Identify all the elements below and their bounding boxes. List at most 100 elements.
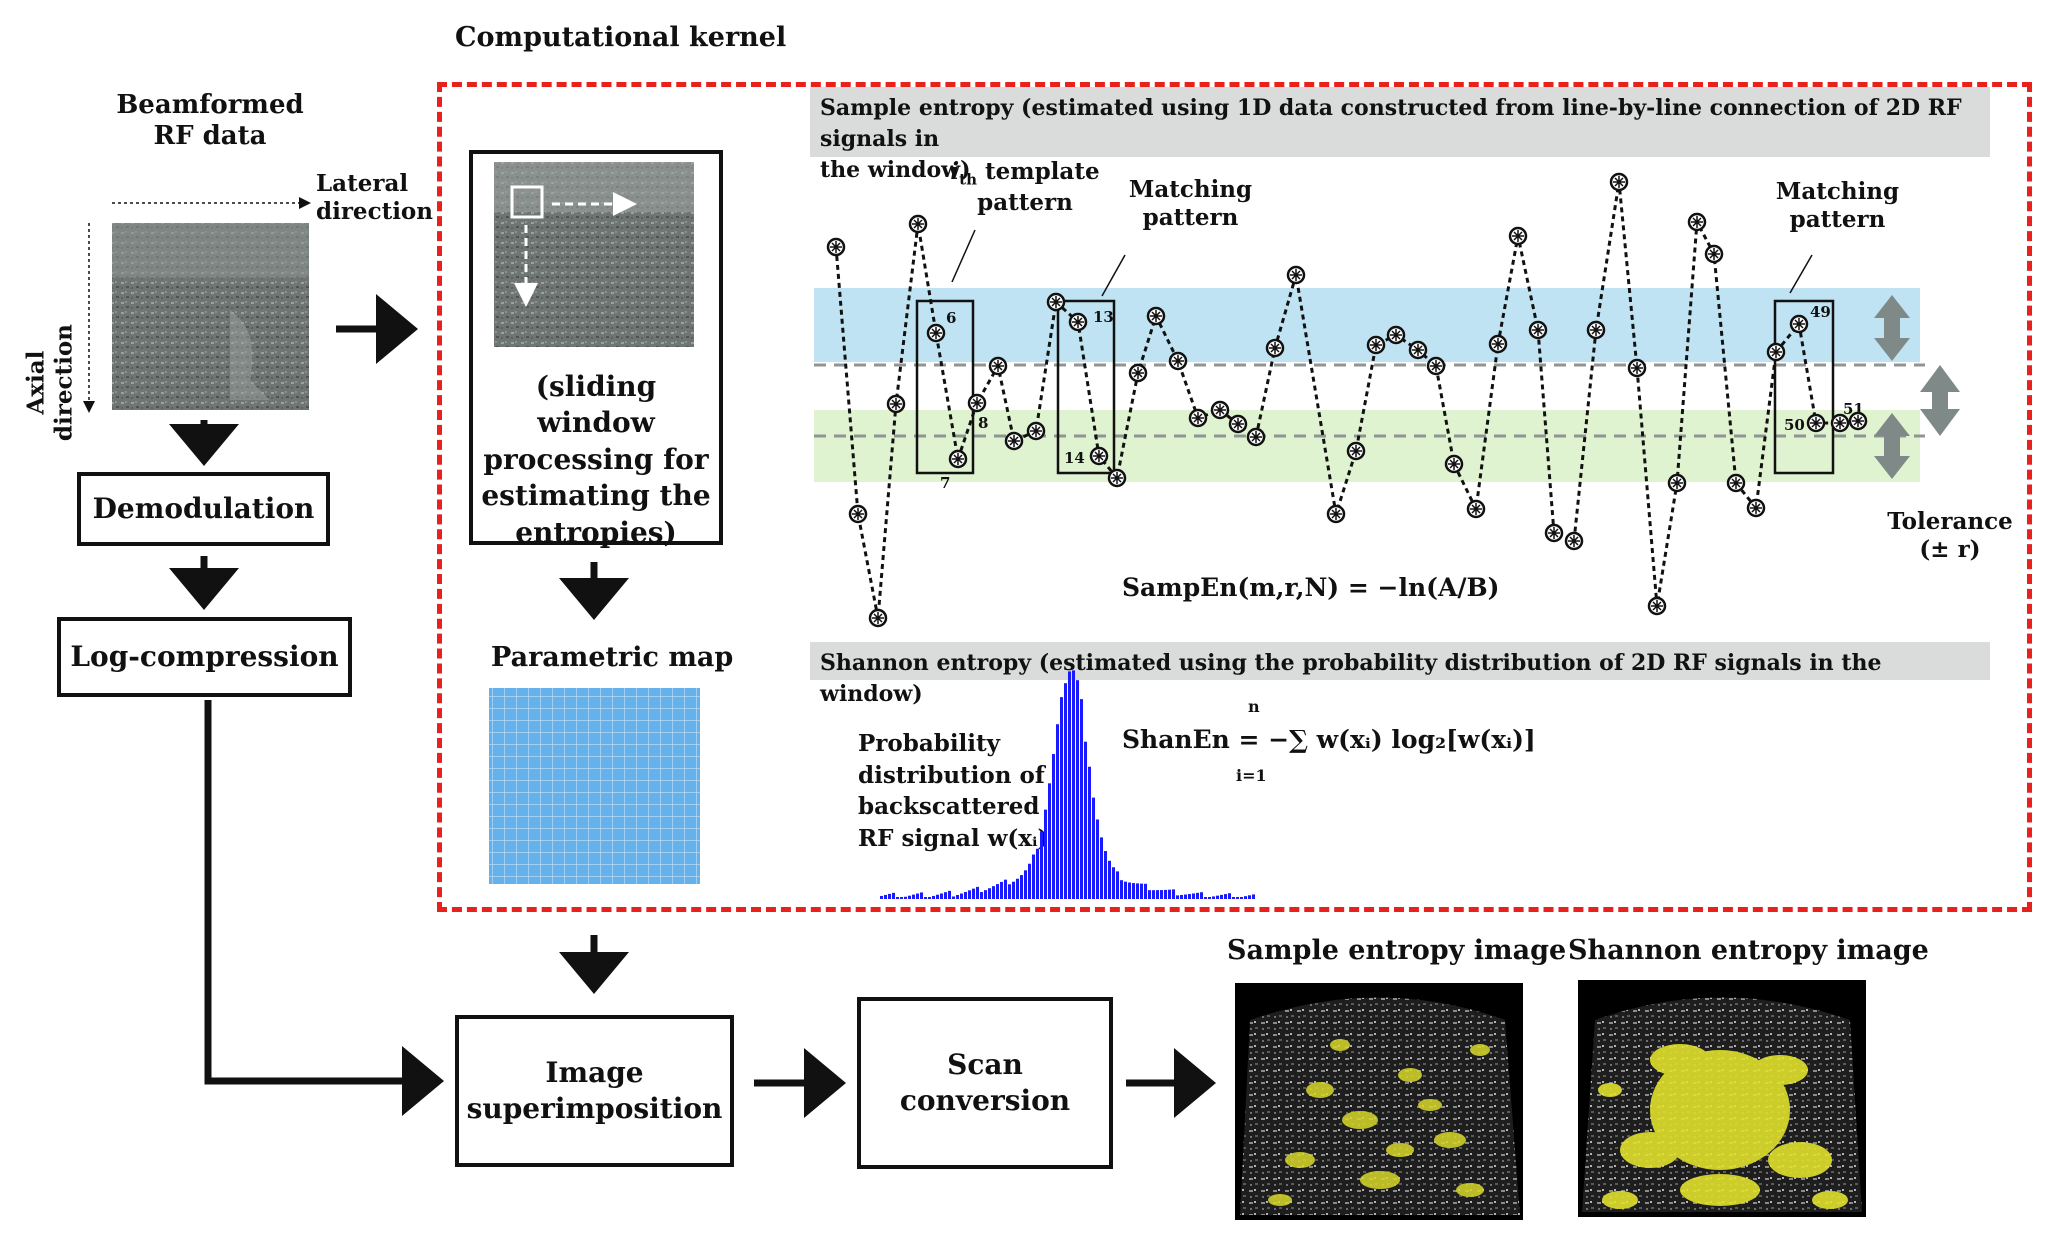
kernel-title: Computational kernel xyxy=(455,22,787,53)
signal-point-star xyxy=(1590,324,1602,336)
histogram-bar xyxy=(976,886,979,899)
signal-point-star xyxy=(1290,269,1302,281)
match2-line2: pattern xyxy=(1789,205,1886,233)
histogram-bar xyxy=(1180,894,1183,899)
matching-pattern-box-1 xyxy=(1056,299,1116,475)
signal-point-star xyxy=(1390,329,1402,341)
point-label-50: 50 xyxy=(1784,416,1805,434)
tolerance-line2: (± r) xyxy=(1919,535,1981,563)
histogram-bar xyxy=(956,895,959,899)
histogram-bar xyxy=(912,894,915,899)
signal-point-star xyxy=(1532,324,1544,336)
histogram-bar xyxy=(1212,896,1215,899)
signal-point-star xyxy=(1030,425,1042,437)
histogram-bar xyxy=(1172,889,1175,899)
shannon-entropy-image-label: Shannon entropy image xyxy=(1568,935,1929,966)
histogram-bar xyxy=(908,895,911,899)
histogram-bar xyxy=(1204,897,1207,899)
prob-line4: RF signal w(xᵢ) xyxy=(858,825,1049,853)
histogram-bar xyxy=(996,884,999,899)
histogram-bar xyxy=(1160,890,1163,899)
histogram-bar xyxy=(1096,819,1099,899)
histogram-bar xyxy=(920,892,923,899)
histogram-bar xyxy=(1216,895,1219,899)
histogram-bar xyxy=(944,892,947,899)
histogram-bar xyxy=(1124,881,1127,899)
signal-point-star xyxy=(1412,344,1424,356)
parametric-map-grid xyxy=(489,688,700,884)
shannon-entropy-header: Shannon entropy (estimated using the pro… xyxy=(810,642,1990,707)
signal-point-star xyxy=(1691,216,1703,228)
histogram-bar xyxy=(948,890,951,899)
histogram-bar xyxy=(888,893,891,899)
histogram-bar xyxy=(1156,890,1159,899)
lateral-line2: direction xyxy=(316,197,433,225)
histogram-bar xyxy=(988,888,991,899)
shannon-entropy-image xyxy=(1578,980,1866,1217)
histogram-bar xyxy=(984,890,987,899)
prob-line3: backscattered xyxy=(858,793,1040,821)
rf-title-line1: Beamformed xyxy=(116,90,304,120)
match1-line1: Matching xyxy=(1128,176,1253,203)
point-label-8: 8 xyxy=(978,414,988,432)
histogram-bar xyxy=(1084,741,1087,899)
point-label-13: 13 xyxy=(1093,308,1114,326)
signal-point-star xyxy=(1793,318,1805,330)
signal-point-star xyxy=(1770,346,1782,358)
signal-point-star xyxy=(1750,502,1762,514)
histogram-bar xyxy=(1032,854,1035,899)
signal-point-star xyxy=(1214,404,1226,416)
histogram-bar xyxy=(1088,766,1091,899)
histogram-bar xyxy=(1236,897,1239,899)
histogram-bar xyxy=(1108,860,1111,899)
histogram-bar xyxy=(880,895,883,899)
histogram-bar xyxy=(904,896,907,899)
histogram-bar xyxy=(1024,870,1027,899)
window-caption-line4: entropies) xyxy=(515,515,677,549)
match1-line2: pattern xyxy=(1142,203,1239,231)
histogram-bar xyxy=(964,891,967,899)
histogram-bar xyxy=(892,892,895,899)
histogram-bar xyxy=(1152,890,1155,899)
signal-point-star xyxy=(872,612,884,624)
point-label-49: 49 xyxy=(1810,303,1831,321)
signal-point-star xyxy=(1834,417,1846,429)
histogram-bar xyxy=(1072,670,1075,899)
histogram-bar xyxy=(1200,892,1203,899)
histogram-bar xyxy=(1168,889,1171,899)
histogram-bar xyxy=(1244,896,1247,899)
histogram-bar xyxy=(936,894,939,899)
histogram-bar xyxy=(1164,889,1167,899)
prob-line2: distribution of xyxy=(858,761,1045,789)
sampen-header-line2: the window) xyxy=(820,156,971,183)
prob-line1: Probability xyxy=(858,730,1001,757)
match2-line1: Matching xyxy=(1775,178,1900,205)
window-caption-line1: (sliding window xyxy=(535,370,657,440)
matching-pattern-label-1: Matching pattern xyxy=(1108,176,1273,231)
histogram-bar xyxy=(1208,897,1211,899)
histogram-bar xyxy=(992,886,995,899)
histogram-bar xyxy=(1068,671,1071,899)
parametric-map-label: Parametric map xyxy=(491,642,734,673)
signal-point-star xyxy=(1150,310,1162,322)
signal-point-star xyxy=(830,241,842,253)
signal-point-star xyxy=(1651,600,1663,612)
histogram-bar xyxy=(1080,699,1083,899)
histogram-bar xyxy=(1116,871,1119,899)
signal-point-star xyxy=(1448,458,1460,470)
signal-point-star xyxy=(1232,418,1244,430)
rf-data-image xyxy=(112,223,309,410)
template-pattern-box xyxy=(915,299,975,475)
histogram-bar xyxy=(1020,875,1023,899)
histogram-bar xyxy=(1224,894,1227,899)
histogram-bar xyxy=(1028,863,1031,899)
histogram-bar xyxy=(1132,883,1135,899)
histogram-bar xyxy=(1128,882,1131,899)
histogram-bar xyxy=(1228,893,1231,899)
histogram-bar xyxy=(960,893,963,899)
signal-point-star xyxy=(1430,360,1442,372)
signal-point-star xyxy=(1568,535,1580,547)
histogram-bar xyxy=(924,897,927,899)
